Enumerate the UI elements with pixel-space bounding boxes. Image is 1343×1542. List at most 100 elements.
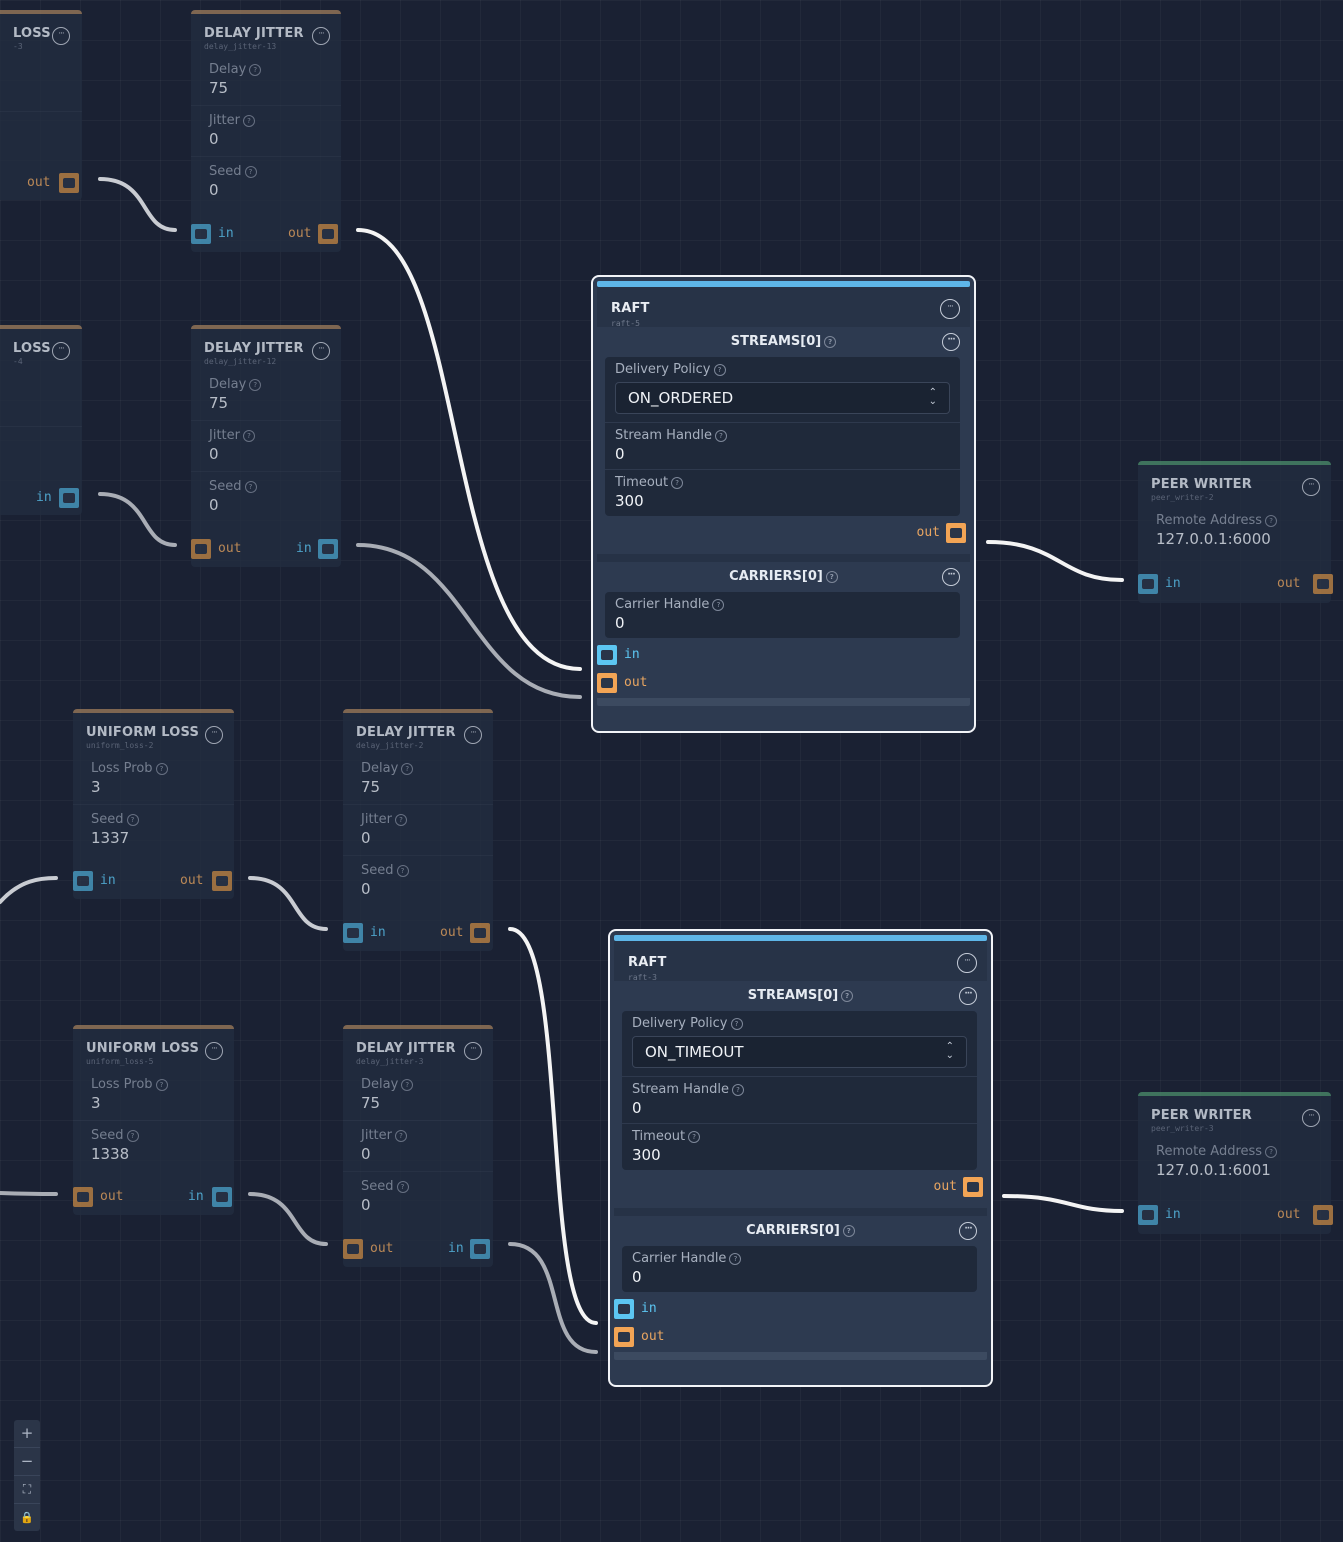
seed-field[interactable]: Seed?0 [191,471,341,522]
wire-left-to-uloss2[interactable] [0,876,58,904]
question-circle-icon[interactable]: ? [688,1131,701,1143]
in-port[interactable] [59,488,79,508]
ellipsis-circle-icon[interactable]: ··· [52,342,70,360]
out-port[interactable] [73,1187,93,1207]
timeout-field[interactable]: Timeout? 300 [622,1123,977,1170]
wire-loss4-to-delay12[interactable] [98,492,177,547]
out-port[interactable] [318,224,338,244]
question-circle-icon[interactable]: ? [396,1181,409,1193]
delay-jitter-node-3[interactable]: DELAY JITTER delay_jitter-3 ··· Delay?75… [343,1025,493,1267]
uniform-loss-node-5[interactable]: UNIFORM LOSS uniform_loss-5 ··· Loss Pro… [73,1025,234,1215]
ellipsis-circle-icon[interactable]: ··· [464,1042,482,1060]
wire-uloss5-to-delay3[interactable] [248,1192,328,1246]
timeout-field[interactable]: Timeout? 300 [605,469,960,516]
ellipsis-circle-icon[interactable]: ··· [52,27,70,45]
delay-jitter-node-13[interactable]: DELAY JITTER delay_jitter-13 ··· Delay?7… [191,10,341,252]
carrier-handle-field[interactable]: Carrier Handle? 0 [605,592,960,638]
in-port[interactable] [343,923,363,943]
wire-left-to-uloss5[interactable] [0,1191,58,1196]
carrier-in-port[interactable] [597,645,617,665]
jitter-field[interactable]: Jitter?0 [191,105,341,156]
ellipsis-circle-icon[interactable]: ··· [1302,1109,1320,1127]
question-circle-icon[interactable]: ? [715,430,728,442]
delay-field[interactable]: Delay?75 [343,1070,493,1120]
wire-loss3-to-delay13[interactable] [98,177,177,232]
remote-address-field[interactable]: Remote Address?127.0.0.1:6001 [1138,1137,1331,1187]
ellipsis-circle-icon[interactable]: ··· [940,299,960,319]
ellipsis-circle-icon[interactable]: ··· [312,27,330,45]
delay-field[interactable]: Delay?75 [343,754,493,804]
ellipsis-circle-icon[interactable]: ··· [464,726,482,744]
seed-field[interactable]: Seed?0 [343,855,493,906]
wire-raft5-to-peer2[interactable] [986,540,1124,582]
seed-field[interactable]: Seed?0 [343,1171,493,1222]
question-circle-icon[interactable]: ? [242,115,255,127]
uniform-loss-node-2[interactable]: UNIFORM LOSS uniform_loss-2 ··· Loss Pro… [73,709,234,899]
wire-uloss2-to-delay2[interactable] [248,876,328,931]
in-port[interactable] [1138,574,1158,594]
in-port[interactable] [318,539,338,559]
delivery-policy-select[interactable]: ON_ORDERED ⌃⌄ [615,382,950,414]
question-circle-icon[interactable]: ? [244,166,257,178]
raft-node-5[interactable]: RAFT raft-5 ··· STREAMS[0]? ··· Delivery… [591,275,976,733]
question-circle-icon[interactable]: ? [729,1253,742,1265]
stream-out-port[interactable] [963,1177,983,1197]
seed-field[interactable]: Seed?1337 [73,804,234,855]
seed-field[interactable]: Seed?1338 [73,1120,234,1171]
in-port[interactable] [470,1239,490,1259]
delay-jitter-node-2[interactable]: DELAY JITTER delay_jitter-2 ··· Delay?75… [343,709,493,951]
ellipsis-circle-icon[interactable]: ··· [942,333,960,351]
ellipsis-circle-icon[interactable]: ··· [312,342,330,360]
wire-delay13-to-raft5[interactable] [356,228,582,671]
out-port[interactable] [191,539,211,559]
wire-delay2-to-raft3[interactable] [508,927,598,1325]
out-port[interactable] [1313,574,1333,594]
jitter-field[interactable]: Jitter?0 [191,420,341,471]
wire-delay12-to-raft5[interactable] [356,543,582,699]
ellipsis-circle-icon[interactable]: ··· [959,1222,977,1240]
zoom-in-button[interactable]: + [14,1420,40,1448]
delay-jitter-node-12[interactable]: DELAY JITTER delay_jitter-12 ··· Delay?7… [191,325,341,567]
question-circle-icon[interactable]: ? [155,763,168,775]
carrier-in-port[interactable] [614,1299,634,1319]
peer-writer-node-3[interactable]: PEER WRITER peer_writer-3 ··· Remote Add… [1138,1092,1333,1234]
seed-field[interactable]: Seed?0 [191,156,341,207]
stream-out-port[interactable] [946,523,966,543]
jitter-field[interactable]: Jitter?0 [343,804,493,855]
delay-field[interactable]: Delay?75 [191,55,341,105]
stream-handle-field[interactable]: Stream Handle? 0 [622,1076,977,1123]
question-circle-icon[interactable]: ? [394,1130,407,1142]
question-circle-icon[interactable]: ? [671,477,684,489]
carrier-handle-field[interactable]: Carrier Handle? 0 [622,1246,977,1292]
question-circle-icon[interactable]: ? [249,379,262,391]
ellipsis-circle-icon[interactable]: ··· [957,953,977,973]
ellipsis-circle-icon[interactable]: ··· [205,1042,223,1060]
partial-loss-node-4[interactable]: LOSS -4 ··· in [0,325,82,515]
question-circle-icon[interactable]: ? [126,1130,139,1142]
jitter-field[interactable]: Jitter?0 [343,1120,493,1171]
question-circle-icon[interactable]: ? [841,990,854,1002]
out-port[interactable] [470,923,490,943]
out-port[interactable] [59,173,79,193]
ellipsis-circle-icon[interactable]: ··· [942,568,960,586]
question-circle-icon[interactable]: ? [396,865,409,877]
question-circle-icon[interactable]: ? [244,481,257,493]
delivery-policy-select[interactable]: ON_TIMEOUT ⌃⌄ [632,1036,967,1068]
in-port[interactable] [212,1187,232,1207]
ellipsis-circle-icon[interactable]: ··· [959,987,977,1005]
raft-node-3[interactable]: RAFT raft-3 ··· STREAMS[0]? ··· Delivery… [608,929,993,1387]
wire-delay3-to-raft3[interactable] [508,1242,598,1354]
delay-field[interactable]: Delay?75 [191,370,341,420]
in-port[interactable] [1138,1205,1158,1225]
question-circle-icon[interactable]: ? [730,1018,743,1030]
question-circle-icon[interactable]: ? [842,1225,855,1237]
wire-raft3-to-peer3[interactable] [1002,1194,1124,1213]
question-circle-icon[interactable]: ? [1265,1146,1278,1158]
question-circle-icon[interactable]: ? [824,336,837,348]
question-circle-icon[interactable]: ? [1265,515,1278,527]
peer-writer-node-2[interactable]: PEER WRITER peer_writer-2 ··· Remote Add… [1138,461,1333,603]
ellipsis-circle-icon[interactable]: ··· [1302,478,1320,496]
question-circle-icon[interactable]: ? [155,1079,168,1091]
out-port[interactable] [343,1239,363,1259]
question-circle-icon[interactable]: ? [401,763,414,775]
